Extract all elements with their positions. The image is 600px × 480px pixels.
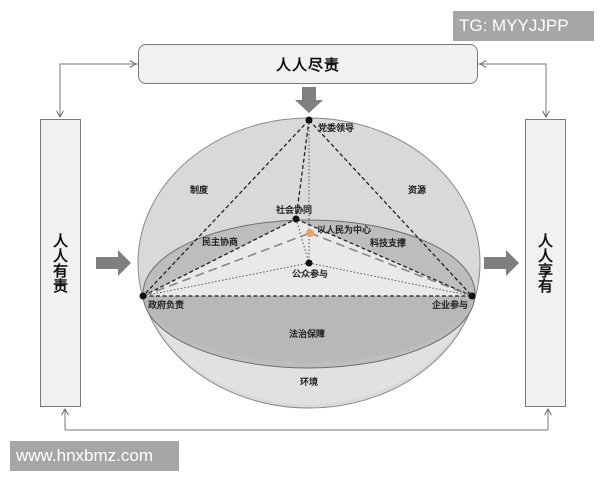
arrow-down-icon: [295, 87, 323, 113]
node-left: [139, 292, 147, 300]
arrow-right-icon-right: [484, 250, 519, 276]
label-apex: 党委领导: [318, 122, 354, 134]
label-left: 政府负责: [148, 299, 184, 311]
label-lower-middle: 法治保障: [289, 328, 325, 340]
plane-triangle: [143, 219, 472, 296]
watermark-top: TG: MYYJJPP: [453, 11, 594, 41]
label-back: 社会协同: [275, 204, 312, 216]
label-disk-right: 科技支撑: [370, 237, 406, 249]
arrow-right-icon-left: [96, 250, 131, 276]
connector-bottom: [65, 409, 548, 431]
connector-top-right: [478, 64, 546, 117]
label-front: 公众参与: [292, 268, 328, 280]
label-upper-right: 资源: [408, 184, 426, 196]
left-box-label: 人人有责: [51, 233, 69, 293]
label-upper-left: 制度: [190, 184, 209, 196]
top-box-label: 人人尽责: [275, 55, 340, 74]
label-center: 以人民为中心: [317, 224, 371, 236]
label-bottom: 环境: [300, 376, 318, 388]
node-apex: [305, 116, 313, 124]
left-box: 人人有责: [40, 119, 81, 407]
label-disk-left: 民主协商: [202, 236, 238, 248]
node-back: [292, 215, 300, 223]
node-front: [305, 259, 313, 267]
node-center: [306, 229, 314, 237]
label-right: 企业参与: [431, 299, 468, 311]
top-box: 人人尽责: [138, 44, 478, 84]
right-box-label: 人人享有: [536, 233, 554, 293]
node-right: [468, 292, 476, 300]
right-box: 人人享有: [525, 119, 566, 407]
connector-top-left: [60, 64, 138, 117]
watermark-bottom: www.hnxbmz.com: [10, 441, 179, 471]
